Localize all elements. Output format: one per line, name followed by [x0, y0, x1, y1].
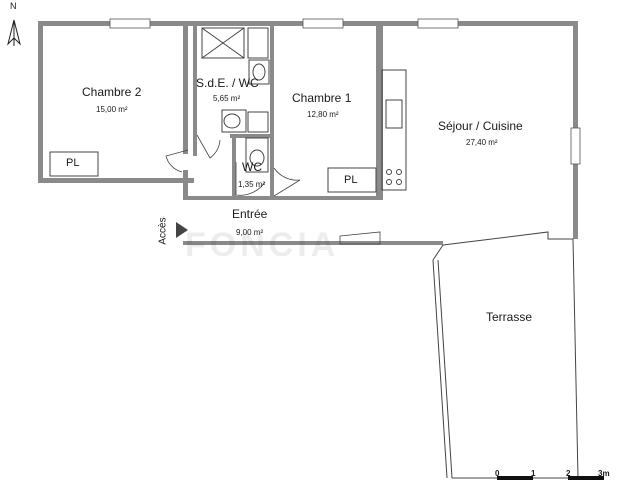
room-name-entree: Entrée [232, 207, 268, 221]
shower [201, 27, 245, 59]
scale-tick-0: 0 [495, 469, 500, 478]
wall-sde-left [193, 26, 197, 156]
north-arrow-icon [7, 19, 21, 46]
room-name-sejour: Séjour / Cuisine [438, 119, 523, 133]
closet-chambre2 [49, 151, 99, 177]
wall-front [183, 196, 383, 200]
compass-label: N [10, 1, 17, 11]
room-name-sde: S.d.E. / WC [196, 76, 259, 90]
closets [49, 151, 377, 193]
sink-sde [248, 59, 270, 85]
windows [109, 18, 581, 165]
wall-stub-left [183, 170, 188, 200]
scale-tick-2: 2 [566, 469, 571, 478]
wall-chambre1-left [270, 26, 274, 196]
access-label: Accès [157, 217, 169, 245]
window-1 [109, 18, 151, 29]
closet-label-1: PL [66, 157, 80, 169]
wall-entree-front [183, 241, 443, 245]
entrance-arrow-icon [176, 222, 188, 238]
room-area-chambre1: 12,80 m² [307, 110, 339, 119]
wall-wc-top [230, 134, 270, 138]
room-name-chambre2: Chambre 2 [82, 85, 142, 99]
wall-chambre1-right [376, 26, 381, 196]
room-name-chambre1: Chambre 1 [292, 91, 352, 105]
room-area-wc: 1,35 m² [238, 180, 266, 189]
wall-sejour-left [379, 26, 383, 196]
closet-chambre1 [327, 167, 377, 193]
scale-bar [497, 476, 604, 480]
bath-cabinet [247, 27, 269, 59]
kitchen-counter [381, 69, 407, 191]
toilet-sde [221, 109, 247, 133]
toilet-wc [245, 137, 269, 173]
window-3 [417, 18, 459, 29]
room-area-sejour: 27,40 m² [466, 138, 498, 147]
wall-chambre2-right [183, 26, 188, 154]
doors [165, 134, 381, 245]
window-right [570, 127, 581, 165]
kitchen-sink [385, 99, 403, 129]
closet-label-2: PL [344, 174, 358, 186]
wall-left [38, 21, 43, 183]
watermark: FONCIA [185, 226, 340, 264]
room-name-wc: WC [242, 160, 262, 174]
room-area-sde: 5,65 m² [213, 94, 241, 103]
bathroom-fixtures [201, 27, 270, 173]
wall-wc-left [232, 138, 236, 196]
window-2 [302, 18, 344, 29]
kitchen-fixtures [381, 69, 407, 191]
room-name-terrasse: Terrasse [486, 310, 533, 324]
terrace [432, 231, 579, 479]
scale-tick-1: 1 [531, 469, 536, 478]
room-area-entree: 9,00 m² [236, 228, 264, 237]
walls [38, 21, 578, 245]
room-area-chambre2: 15,00 m² [96, 105, 128, 114]
wall-bottom-left [38, 178, 194, 183]
scale-tick-3: 3m [598, 469, 610, 478]
